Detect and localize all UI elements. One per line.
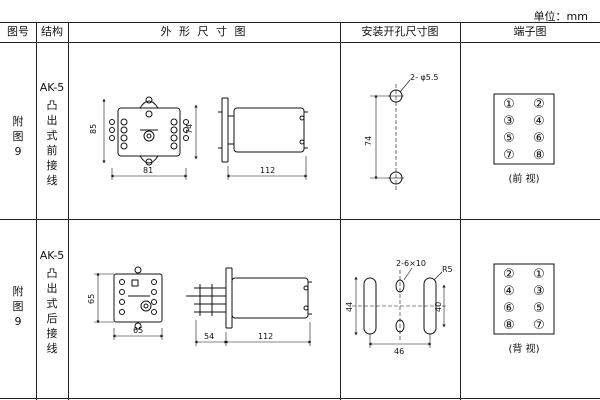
row1-mounting-holes	[370, 79, 411, 190]
row1-terminal: ①	[503, 97, 515, 112]
row2-radius-label: R5	[442, 265, 453, 274]
row1-hole-spacing: 74	[364, 136, 373, 146]
row1-front-view	[102, 96, 198, 180]
row2-terminal: ⑤	[533, 301, 545, 316]
row1-structure: 凸 出 式 前 接 线	[46, 99, 58, 187]
col-divider-1	[36, 22, 37, 400]
row2-back-view	[94, 266, 164, 340]
table-bottom-border	[0, 398, 600, 399]
row2-mount-spacing: 46	[394, 347, 404, 356]
row2-dim-width: 65	[133, 326, 143, 335]
row2-terminal: ⑦	[533, 318, 545, 333]
row2-terminal: ⑥	[503, 301, 515, 316]
row2-slot-label: 2-6×10	[396, 259, 426, 268]
row2-terminal: ⑧	[503, 318, 515, 333]
row1-view-label: (前 视)	[509, 172, 540, 185]
row2-fig-label: 附 图 9	[12, 285, 24, 328]
row1-dim-width: 81	[143, 166, 153, 175]
row1-terminal: ⑦	[503, 148, 515, 163]
row2-terminal: ②	[503, 267, 515, 282]
header-structure: 结构	[41, 25, 63, 38]
col-divider-2	[68, 22, 69, 400]
row2-structure: 凸 出 式 后 接 线	[46, 267, 58, 355]
row1-dim-height-left: 85	[89, 124, 98, 134]
row1-side-view	[218, 97, 308, 180]
row2-dim-height-left: 65	[87, 294, 96, 304]
row2-terminal: ④	[503, 284, 515, 299]
row1-terminal: ③	[503, 114, 515, 129]
row1-terminal: ⑥	[533, 131, 545, 146]
col-divider-4	[460, 22, 461, 400]
row1-terminal: ⑧	[533, 148, 545, 163]
row2-mounting-slots	[352, 267, 448, 348]
row2-view-label: (背 视)	[509, 342, 540, 355]
row2-mount-height: 44	[345, 302, 354, 312]
row1-fig-label: 附 图 9	[12, 115, 24, 158]
unit-label: 单位：mm	[533, 10, 588, 23]
row1-terminal: ④	[533, 114, 545, 129]
row1-terminal-box	[493, 93, 555, 165]
row1-dim-height-right: 74	[185, 124, 194, 134]
row2-side-view	[186, 267, 312, 346]
row2-dim-depth: 54	[204, 332, 214, 341]
row1-model: AK-5	[39, 81, 65, 94]
row2-terminal-box	[493, 263, 555, 335]
row1-hole-label: 2- φ5.5	[410, 73, 439, 82]
table-top-border	[0, 22, 600, 23]
col-divider-3	[340, 22, 341, 400]
header-terminal: 端子图	[513, 25, 547, 38]
dimension-table: 图号 结构 外 形 尺 寸 图 安装开孔尺寸图 端子图 附 图 9 AK-5 凸…	[0, 22, 600, 400]
row2-dim-length: 112	[258, 332, 273, 341]
row2-model: AK-5	[39, 249, 65, 262]
row1-dim-length: 112	[260, 166, 275, 175]
row1-terminal: ⑤	[503, 131, 515, 146]
header-mounting: 安装开孔尺寸图	[361, 25, 439, 38]
row1-terminal: ②	[533, 97, 545, 112]
row2-mount-inner: 40	[434, 302, 443, 312]
header-fig-no: 图号	[7, 25, 29, 38]
row-divider	[0, 219, 600, 220]
row2-terminal: ③	[533, 284, 545, 299]
header-outline: 外 形 尺 寸 图	[160, 25, 248, 38]
row2-terminal: ①	[533, 267, 545, 282]
header-divider	[0, 42, 600, 43]
